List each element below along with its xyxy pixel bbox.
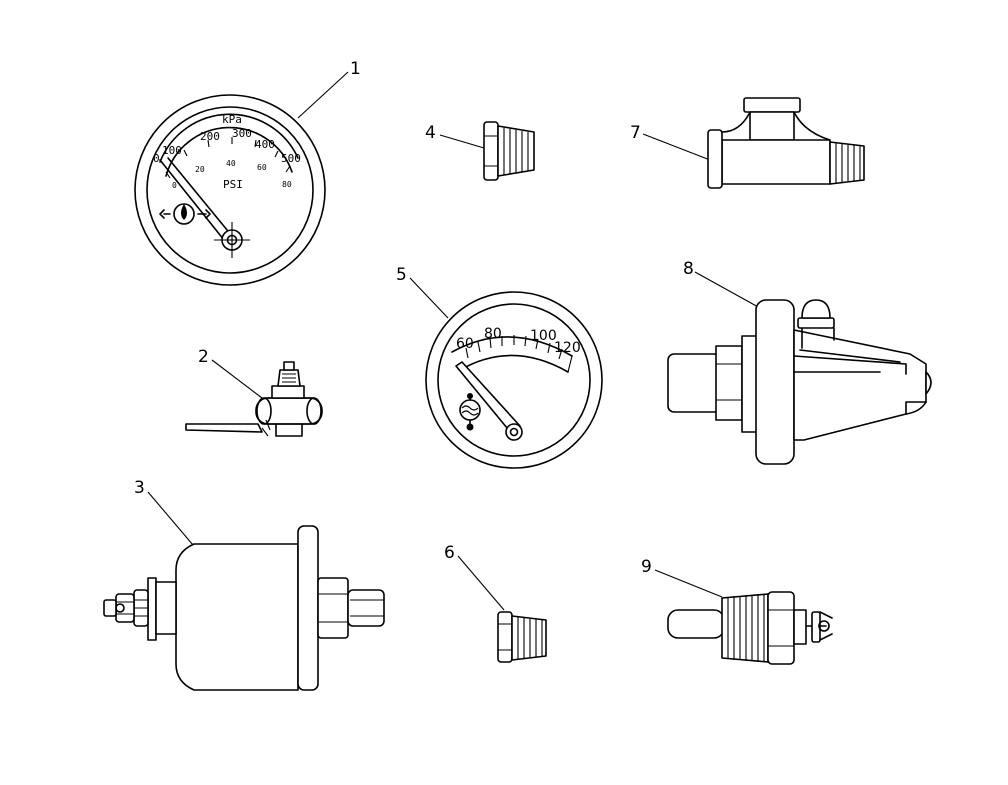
gauge5-scale-100: 100 xyxy=(530,328,557,344)
part-4-pipe-plug xyxy=(483,121,535,181)
callout-numbers: 1 2 3 4 5 6 7 8 9 xyxy=(134,59,694,577)
gauge1-scale-300: 300 xyxy=(232,127,252,140)
gauge1-psi-60: 60 xyxy=(257,163,267,172)
part-8-shutoff-switch xyxy=(667,299,932,465)
gauge5-scale-60: 60 xyxy=(456,336,474,352)
callout-7: 7 xyxy=(630,123,641,143)
gauge5-scale-120: 120 xyxy=(554,340,581,356)
gauge1-scale-100: 100 xyxy=(162,144,182,157)
callout-1: 1 xyxy=(350,59,361,79)
gauge1-scale-0: 0 xyxy=(153,152,160,165)
gauge1-psi-20: 20 xyxy=(195,165,205,174)
gauge1-scale-400: 400 xyxy=(255,138,275,151)
gauge5-scale-80: 80 xyxy=(484,326,502,342)
part-1-oil-pressure-gauge: kPa 0 100 200 300 400 500 0 20 40 60 80 … xyxy=(134,94,326,286)
gauge1-psi-0: 0 xyxy=(172,181,177,190)
oil-symbol-icon xyxy=(159,203,211,225)
callout-8: 8 xyxy=(683,259,694,279)
gauge1-unit-kpa: kPa xyxy=(222,113,242,126)
callout-3: 3 xyxy=(134,478,145,498)
part-2-mounting-bracket xyxy=(185,361,323,437)
thermometer-icon xyxy=(459,393,481,431)
callout-5: 5 xyxy=(396,265,407,285)
callout-6: 6 xyxy=(444,543,455,563)
gauge1-psi-80: 80 xyxy=(282,180,292,189)
part-6-adapter-bushing xyxy=(497,611,547,663)
gauge1-scale-500: 500 xyxy=(281,152,301,165)
gauge1-psi-40: 40 xyxy=(226,159,236,168)
part-9-temperature-sender xyxy=(667,591,833,665)
gauge1-scale-200: 200 xyxy=(200,130,220,143)
part-3-pressure-switch xyxy=(103,525,385,691)
callout-leaders xyxy=(147,71,761,611)
gauge1-unit-psi: PSI xyxy=(223,178,243,191)
part-5-temperature-gauge: 60 80 100 120 xyxy=(425,291,603,469)
callout-2: 2 xyxy=(198,347,209,367)
part-7-tee-fitting xyxy=(707,97,865,189)
callout-4: 4 xyxy=(425,123,436,143)
callout-9: 9 xyxy=(641,557,652,577)
